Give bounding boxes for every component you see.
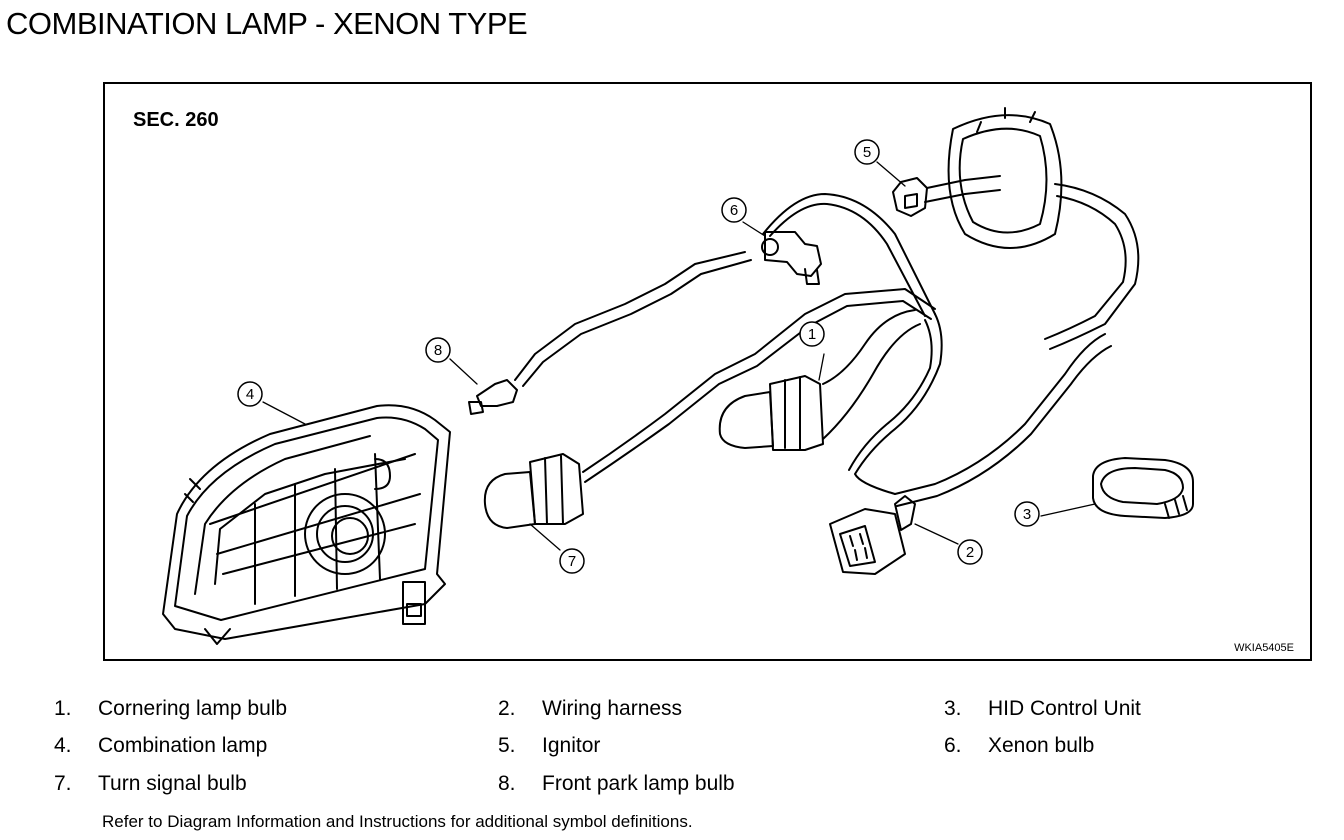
callout-8: 8 xyxy=(434,342,442,359)
footnote: Refer to Diagram Information and Instruc… xyxy=(102,812,693,831)
callout-circle-1 xyxy=(799,321,825,347)
figure-code: WKIA5405E xyxy=(1234,642,1294,654)
legend-number: 1. xyxy=(54,697,72,720)
callout-4: 4 xyxy=(246,386,254,403)
lamp-assembly-drawing: 1 2 3 4 5 6 7 8 xyxy=(162,107,1194,645)
exploded-view-figure: 1 2 3 4 5 6 7 8 SEC. 260 WKIA5405E xyxy=(103,82,1312,661)
legend-item-7: 7. Turn signal bulb xyxy=(54,772,247,796)
legend-number: 5. xyxy=(498,734,516,757)
leader-1 xyxy=(818,353,825,381)
legend-label: HID Control Unit xyxy=(988,697,1141,720)
callout-circle-8 xyxy=(425,337,451,363)
front-park-lamp-bulb-drawing xyxy=(468,251,752,415)
legend-number: 2. xyxy=(498,697,516,720)
legend-item-3: 3. HID Control Unit xyxy=(944,697,1141,721)
legend-label: Combination lamp xyxy=(98,734,268,757)
callout-circle-5 xyxy=(854,139,880,165)
legend-label: Ignitor xyxy=(542,734,601,757)
legend-item-1: 1. Cornering lamp bulb xyxy=(54,697,287,721)
legend-label: Front park lamp bulb xyxy=(542,772,735,795)
callout-3: 3 xyxy=(1023,506,1031,523)
section-label: SEC. 260 xyxy=(133,109,219,131)
legend-item-8: 8. Front park lamp bulb xyxy=(498,772,735,796)
combination-lamp-drawing xyxy=(162,404,451,645)
callout-circle-7 xyxy=(559,548,585,574)
xenon-bulb-drawing xyxy=(761,193,936,317)
leader-3 xyxy=(1040,503,1096,517)
legend-item-2: 2. Wiring harness xyxy=(498,697,682,721)
legend-number: 7. xyxy=(54,772,72,795)
leader-4 xyxy=(262,401,306,425)
legend-number: 3. xyxy=(944,697,962,720)
turn-signal-bulb-drawing xyxy=(483,288,936,529)
callout-1: 1 xyxy=(808,326,816,343)
cornering-lamp-bulb-drawing xyxy=(718,309,921,451)
callout-5: 5 xyxy=(863,144,871,161)
ignitor-and-socket-drawing xyxy=(892,107,1140,350)
leader-8 xyxy=(449,358,478,385)
callout-circle-6 xyxy=(721,197,747,223)
page-title: COMBINATION LAMP - XENON TYPE xyxy=(6,6,528,41)
wiring-harness-drawing xyxy=(829,313,1112,575)
legend-number: 4. xyxy=(54,734,72,757)
leader-5 xyxy=(876,161,906,187)
legend-item-5: 5. Ignitor xyxy=(498,734,600,758)
legend-item-4: 4. Combination lamp xyxy=(54,734,267,758)
callout-circle-4 xyxy=(237,381,263,407)
leader-2 xyxy=(914,523,959,545)
leader-6 xyxy=(742,221,766,237)
callout-6: 6 xyxy=(730,202,738,219)
legend-number: 8. xyxy=(498,772,516,795)
callout-circle-2 xyxy=(957,539,983,565)
callout-circle-3 xyxy=(1014,501,1040,527)
legend-label: Turn signal bulb xyxy=(98,772,247,795)
callout-2: 2 xyxy=(966,544,974,561)
legend-number: 6. xyxy=(944,734,962,757)
legend-label: Cornering lamp bulb xyxy=(98,697,288,720)
legend-label: Xenon bulb xyxy=(988,734,1095,757)
hid-control-unit-drawing xyxy=(1092,457,1194,519)
legend-label: Wiring harness xyxy=(542,697,683,720)
leader-7 xyxy=(529,523,561,551)
legend-item-6: 6. Xenon bulb xyxy=(944,734,1094,758)
callout-7: 7 xyxy=(568,553,576,570)
